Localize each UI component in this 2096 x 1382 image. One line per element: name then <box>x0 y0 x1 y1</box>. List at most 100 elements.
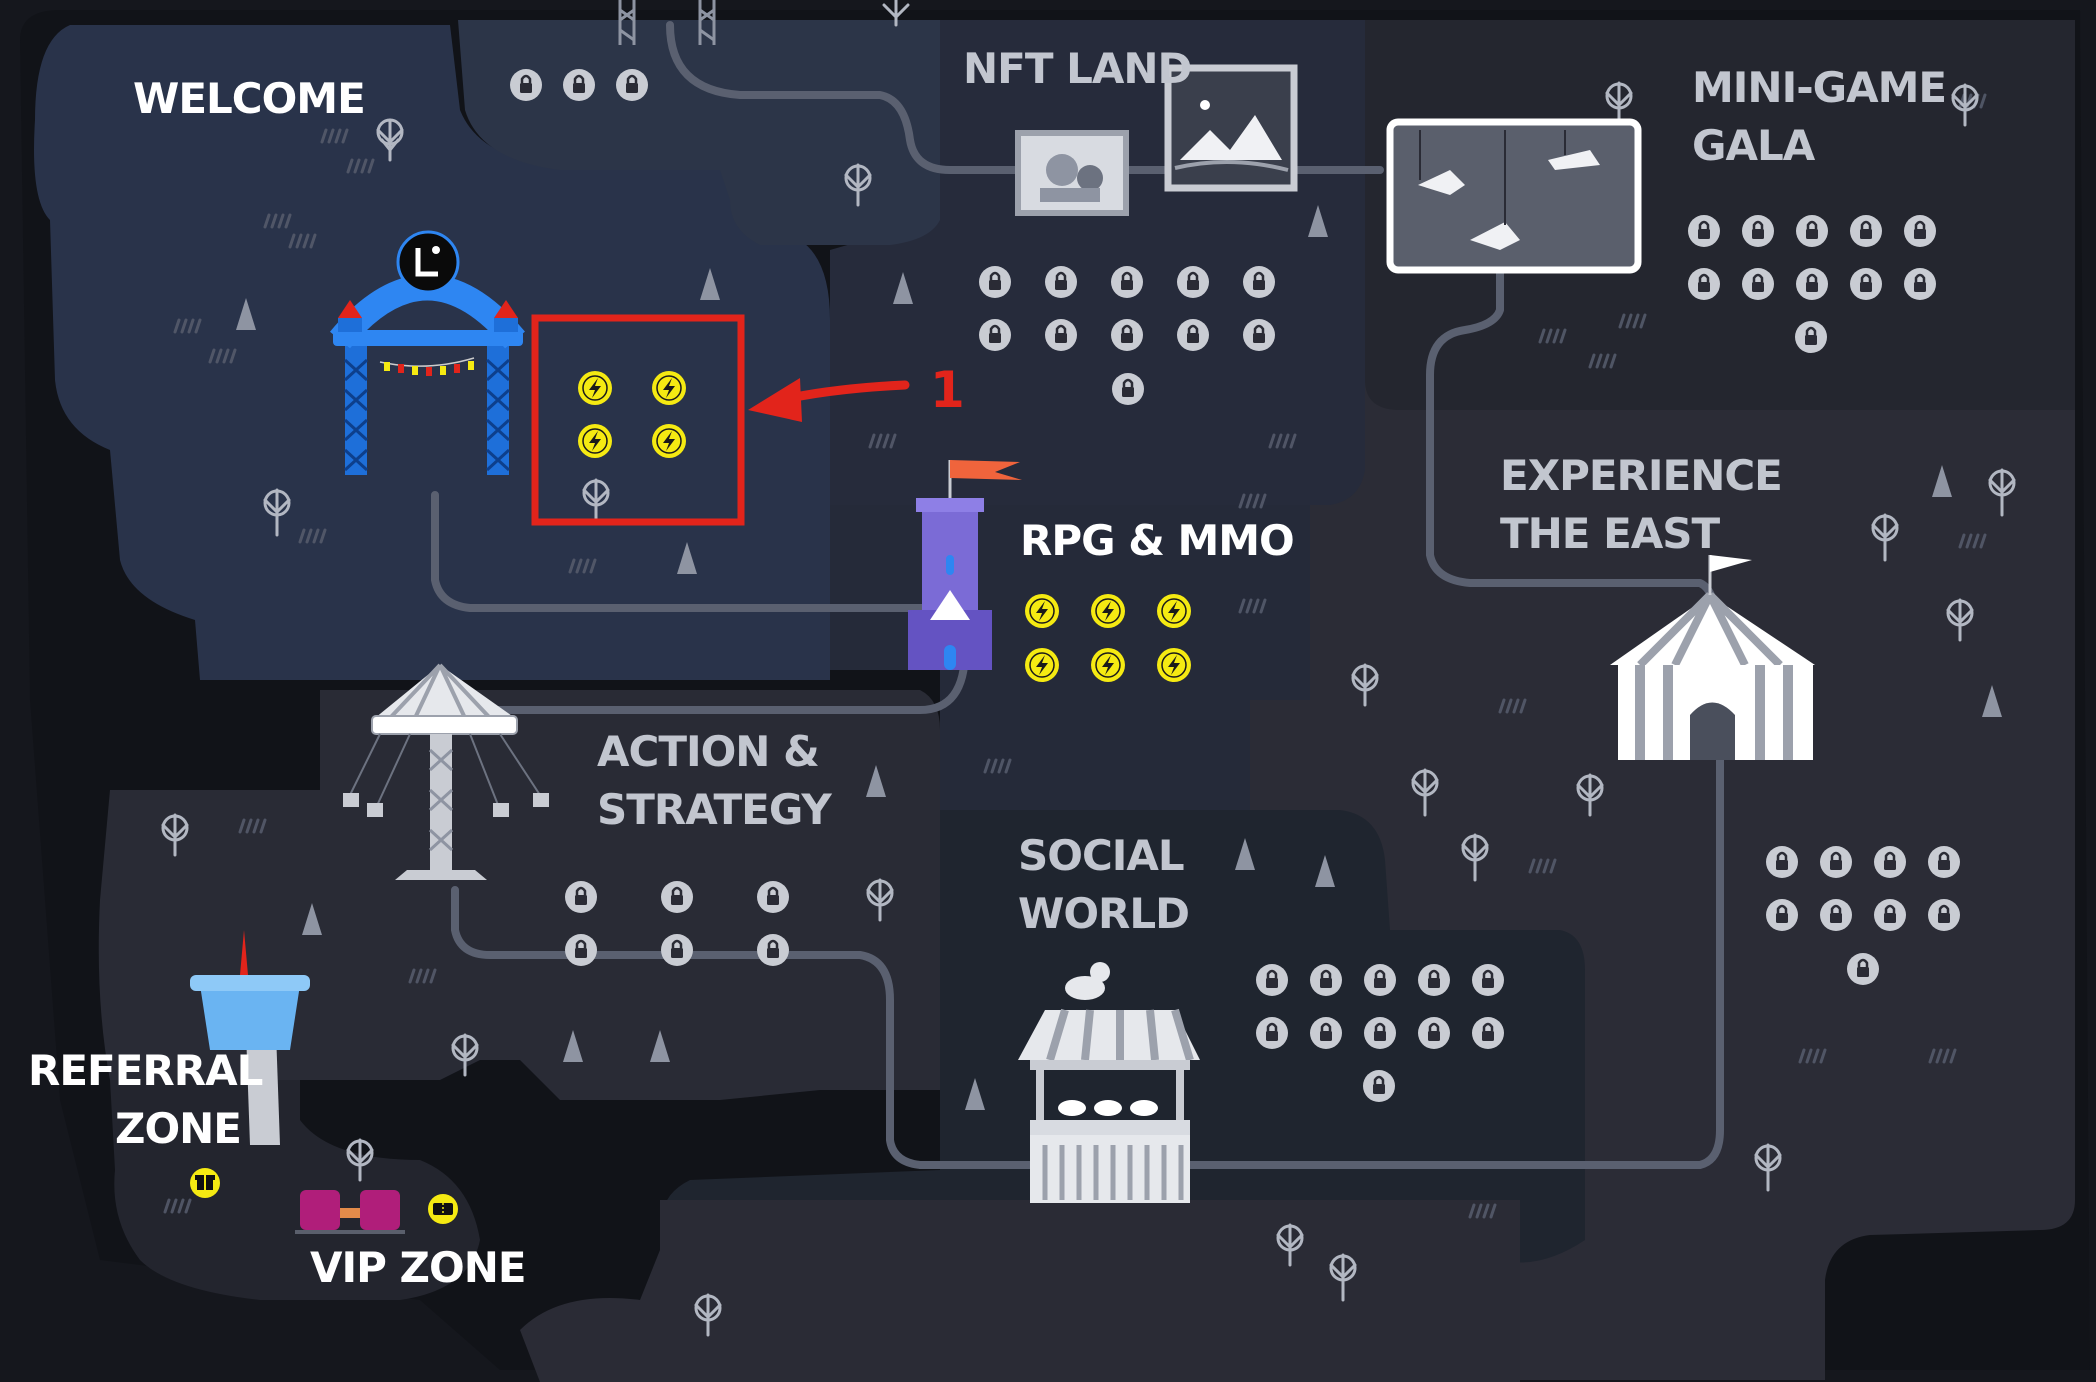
padlock-icon[interactable] <box>1418 1017 1450 1049</box>
tree-icon <box>1461 833 1489 882</box>
zone-welcome <box>34 25 830 680</box>
tree-icon <box>1308 205 1328 237</box>
padlock-icon[interactable] <box>1045 266 1077 298</box>
l-logo-icon[interactable] <box>396 230 460 294</box>
tree-icon <box>965 1078 985 1110</box>
padlock-icon[interactable] <box>661 881 693 913</box>
padlock-icon[interactable] <box>1904 215 1936 247</box>
padlock-icon[interactable] <box>565 934 597 966</box>
padlock-icon[interactable] <box>1766 899 1798 931</box>
padlock-icon[interactable] <box>1112 373 1144 405</box>
padlock-icon[interactable] <box>1850 215 1882 247</box>
padlock-icon[interactable] <box>565 881 597 913</box>
zone-action <box>98 690 940 1100</box>
padlock-icon[interactable] <box>1796 215 1828 247</box>
tree-icon <box>1754 1143 1782 1192</box>
padlock-icon[interactable] <box>1418 964 1450 996</box>
padlock-icon[interactable] <box>1874 899 1906 931</box>
padlock-icon[interactable] <box>1472 1017 1504 1049</box>
padlock-icon[interactable] <box>1243 319 1275 351</box>
padlock-icon[interactable] <box>1742 215 1774 247</box>
padlock-icon[interactable] <box>616 69 648 101</box>
padlock-icon[interactable] <box>1688 215 1720 247</box>
padlock-icon[interactable] <box>1928 899 1960 931</box>
padlock-icon[interactable] <box>1310 1017 1342 1049</box>
padlock-icon[interactable] <box>1766 846 1798 878</box>
annotation-highlight: 1 <box>531 314 965 526</box>
tree-icon <box>882 0 910 27</box>
nft-frames <box>1015 64 1298 216</box>
control-tower <box>190 930 310 1145</box>
padlock-icon[interactable] <box>1472 964 1504 996</box>
lightning-bolt-icon[interactable] <box>1157 648 1191 682</box>
tree-icon <box>677 542 697 574</box>
padlock-icon[interactable] <box>1177 319 1209 351</box>
lightning-bolt-icon[interactable] <box>652 371 686 405</box>
label-world: WORLD <box>1018 889 1189 938</box>
padlock-icon[interactable] <box>1820 846 1852 878</box>
padlock-icon[interactable] <box>1928 846 1960 878</box>
padlock-icon[interactable] <box>1796 268 1828 300</box>
padlock-icon[interactable] <box>1850 268 1882 300</box>
padlock-icon[interactable] <box>1045 319 1077 351</box>
label-zone: ZONE <box>115 1104 241 1153</box>
lightning-bolt-icon[interactable] <box>1157 594 1191 628</box>
padlock-icon[interactable] <box>757 881 789 913</box>
padlock-icon[interactable] <box>1363 1070 1395 1102</box>
bunting-flags <box>384 361 474 376</box>
tree-icon <box>582 478 610 522</box>
pylons <box>618 0 716 45</box>
lightning-bolt-icon[interactable] <box>1025 594 1059 628</box>
padlock-icon[interactable] <box>1364 964 1396 996</box>
padlock-icon[interactable] <box>563 69 595 101</box>
padlock-icon[interactable] <box>1243 266 1275 298</box>
padlock-icon[interactable] <box>510 69 542 101</box>
padlock-icon[interactable] <box>1310 964 1342 996</box>
padlock-icon[interactable] <box>1256 964 1288 996</box>
zone-mini-game <box>1365 20 2075 410</box>
padlock-icon[interactable] <box>979 266 1011 298</box>
lightning-bolt-icon[interactable] <box>1091 594 1125 628</box>
swing-ride <box>343 663 549 880</box>
padlock-icon[interactable] <box>1795 321 1827 353</box>
zone-referral <box>110 1080 480 1300</box>
padlock-icon[interactable] <box>1364 1017 1396 1049</box>
ticket-icon[interactable] <box>428 1194 458 1224</box>
path-experience <box>1426 266 1719 624</box>
padlock-icon[interactable] <box>661 934 693 966</box>
annotation-label: 1 <box>930 361 965 419</box>
pine-trees <box>236 205 2002 1110</box>
padlock-icon[interactable] <box>1111 319 1143 351</box>
padlock-icon[interactable] <box>1177 266 1209 298</box>
tree-icon <box>1932 465 1952 497</box>
padlock-icon[interactable] <box>1820 899 1852 931</box>
path-welcome-rpg <box>431 491 949 612</box>
lightning-bolt-icon[interactable] <box>1025 648 1059 682</box>
padlock-icon[interactable] <box>1847 953 1879 985</box>
padlock-icon[interactable] <box>1256 1017 1288 1049</box>
padlock-icon[interactable] <box>757 934 789 966</box>
label-rpg-mmo: RPG & MMO <box>1020 516 1294 565</box>
lightning-bolt-icon[interactable] <box>578 424 612 458</box>
label-experience: EXPERIENCE <box>1500 451 1782 500</box>
tree-icon <box>700 268 720 300</box>
tree-icon <box>1951 83 1979 127</box>
padlock-icon[interactable] <box>979 319 1011 351</box>
padlock-icon[interactable] <box>1111 266 1143 298</box>
padlock-icon[interactable] <box>1874 846 1906 878</box>
tree-icon <box>236 298 256 330</box>
padlock-icon[interactable] <box>1688 268 1720 300</box>
tree-icon <box>1315 855 1335 887</box>
lightning-bolt-icon[interactable] <box>652 424 686 458</box>
gift-icon[interactable] <box>190 1168 220 1198</box>
kiosk <box>1018 962 1200 1203</box>
lightning-bolt-icon[interactable] <box>578 371 612 405</box>
lightning-bolt-icon[interactable] <box>1091 648 1125 682</box>
tree-icon <box>844 163 872 207</box>
label-referral: REFERRAL <box>28 1046 263 1095</box>
padlock-icon[interactable] <box>1742 268 1774 300</box>
tree-icon <box>451 1033 479 1077</box>
tree-icon <box>1605 81 1633 125</box>
padlock-icon[interactable] <box>1904 268 1936 300</box>
